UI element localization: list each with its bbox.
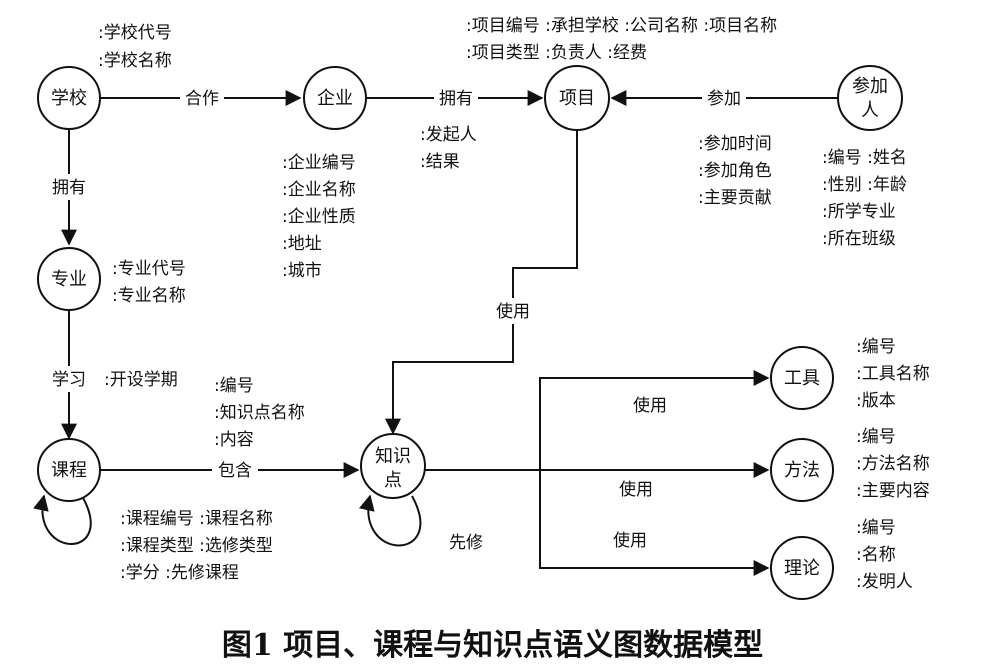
edge-to-tool [539, 370, 770, 470]
attr-course-0: :课程编号 :课程名称 [120, 509, 273, 529]
attr-tool-2: :版本 [856, 391, 896, 411]
relation-project-uses-label: 使用 [496, 301, 530, 322]
entity-course-label: 课程 [51, 460, 87, 481]
entity-knowledge-label-2: 点 [384, 470, 402, 491]
attributes-participate: :参加时间 :参加角色 :主要贡献 [698, 134, 772, 208]
entity-method-label: 方法 [784, 460, 820, 481]
attr-participate-0: :参加时间 [698, 134, 772, 154]
attr-participate-2: :主要贡献 [698, 188, 772, 208]
entity-project-label: 项目 [559, 88, 595, 109]
edge-to-theory [539, 470, 770, 576]
entity-participant-label-2: 人 [861, 100, 879, 121]
entity-enterprise-label: 企业 [317, 88, 353, 109]
attr-project-1: :项目类型 :负责人 :经费 [466, 43, 647, 63]
entity-school: 学校 [37, 66, 101, 130]
attr-participate-1: :参加角色 [698, 161, 772, 181]
entity-major: 专业 [37, 247, 101, 311]
attributes-knowledge: :编号 :知识点名称 :内容 [214, 376, 305, 450]
edge-project-knowledge [385, 130, 578, 435]
attr-method-1: :方法名称 [856, 454, 930, 474]
attributes-tool: :编号 :工具名称 :版本 [856, 337, 930, 411]
relation-learn-label: 学习 [52, 370, 86, 390]
attr-enterprise-3: :地址 [282, 234, 322, 254]
attr-course-1: :课程类型 :选修类型 [120, 536, 273, 556]
attributes-major: :专业代号 :专业名称 [112, 259, 186, 306]
attr-ep-0: :发起人 [420, 125, 477, 145]
entity-knowledge-label-1: 知识 [375, 446, 411, 467]
attr-participant-1: :性别 :年龄 [822, 175, 907, 195]
attr-school-1: :学校名称 [98, 51, 172, 71]
entity-theory: 理论 [770, 536, 834, 600]
attr-major-1: :专业名称 [112, 286, 186, 306]
entity-enterprise: 企业 [303, 66, 367, 130]
entities: 学校 企业 项目 参加 人 专业 课程 知识 点 工具 [37, 65, 903, 600]
entity-tool-label: 工具 [784, 368, 820, 389]
attr-method-0: :编号 [856, 427, 896, 447]
relation-participate-label: 参加 [707, 89, 741, 109]
attr-ep-1: :结果 [420, 152, 460, 172]
relation-contain-label: 包含 [218, 461, 252, 481]
attr-enterprise-2: :企业性质 [282, 207, 356, 227]
entity-project: 项目 [544, 65, 610, 131]
attributes-enterprise: :企业编号 :企业名称 :企业性质 :地址 :城市 [282, 153, 356, 281]
attr-school-0: :学校代号 [98, 23, 172, 43]
relation-cooperate-label: 合作 [185, 89, 219, 109]
self-loop-course [33, 494, 92, 545]
attr-tool-1: :工具名称 [856, 364, 930, 384]
attr-participant-3: :所在班级 [822, 229, 896, 249]
attr-participant-2: :所学专业 [822, 202, 896, 222]
attr-theory-0: :编号 [856, 518, 896, 538]
attr-tool-0: :编号 [856, 337, 896, 357]
attr-project-0: :项目编号 :承担学校 :公司名称 :项目名称 [466, 16, 777, 36]
attributes-method: :编号 :方法名称 :主要内容 [856, 427, 930, 501]
attr-enterprise-0: :企业编号 [282, 153, 356, 173]
attributes-enterprise-project: :发起人 :结果 [420, 125, 477, 172]
relation-uses-theory-label: 使用 [613, 530, 647, 551]
entity-participant-label-1: 参加 [852, 76, 888, 97]
attributes-theory: :编号 :名称 :发明人 [856, 518, 913, 592]
self-loop-knowledge [359, 494, 422, 547]
attr-theory-2: :发明人 [856, 572, 913, 592]
attr-course-2: :学分 :先修课程 [120, 563, 239, 583]
attributes-learn: :开设学期 [104, 370, 178, 390]
entity-participant: 参加 人 [837, 65, 903, 131]
attributes-school: :学校代号 :学校名称 [98, 23, 172, 71]
entity-knowledge-point: 知识 点 [360, 433, 426, 499]
attr-participant-0: :编号 :姓名 [822, 148, 907, 168]
attributes: :学校代号 :学校名称 :项目编号 :承担学校 :公司名称 :项目名称 :项目类… [98, 16, 930, 592]
attributes-participant: :编号 :姓名 :性别 :年龄 :所学专业 :所在班级 [822, 148, 907, 249]
relation-own-major-label: 拥有 [52, 178, 86, 198]
relation-own-project-label: 拥有 [439, 89, 473, 109]
relation-prereq-label: 先修 [449, 533, 483, 553]
attr-enterprise-4: :城市 [282, 261, 322, 281]
attr-knowledge-0: :编号 [214, 376, 254, 396]
attr-learn-0: :开设学期 [104, 370, 178, 390]
entity-theory-label: 理论 [784, 558, 820, 579]
attr-knowledge-1: :知识点名称 [214, 403, 305, 423]
attr-method-2: :主要内容 [856, 481, 930, 501]
figure-caption: 图1 项目、课程与知识点语义图数据模型 [221, 628, 764, 663]
attr-enterprise-1: :企业名称 [282, 180, 356, 200]
attr-theory-1: :名称 [856, 545, 896, 565]
attributes-course: :课程编号 :课程名称 :课程类型 :选修类型 :学分 :先修课程 [120, 509, 273, 583]
entity-method: 方法 [770, 438, 834, 502]
entity-school-label: 学校 [51, 88, 87, 109]
entity-major-label: 专业 [51, 269, 87, 290]
relation-uses-tool-label: 使用 [633, 395, 667, 416]
relation-labels: 合作 拥有 参加 拥有 学习 包含 使用 使用 使用 使用 先修 [46, 86, 746, 553]
attr-knowledge-2: :内容 [214, 430, 254, 450]
entity-tool: 工具 [770, 346, 834, 410]
relation-uses-method-label: 使用 [619, 479, 653, 500]
attr-major-0: :专业代号 [112, 259, 186, 279]
entity-course: 课程 [37, 438, 101, 502]
attributes-project: :项目编号 :承担学校 :公司名称 :项目名称 :项目类型 :负责人 :经费 [466, 16, 777, 63]
